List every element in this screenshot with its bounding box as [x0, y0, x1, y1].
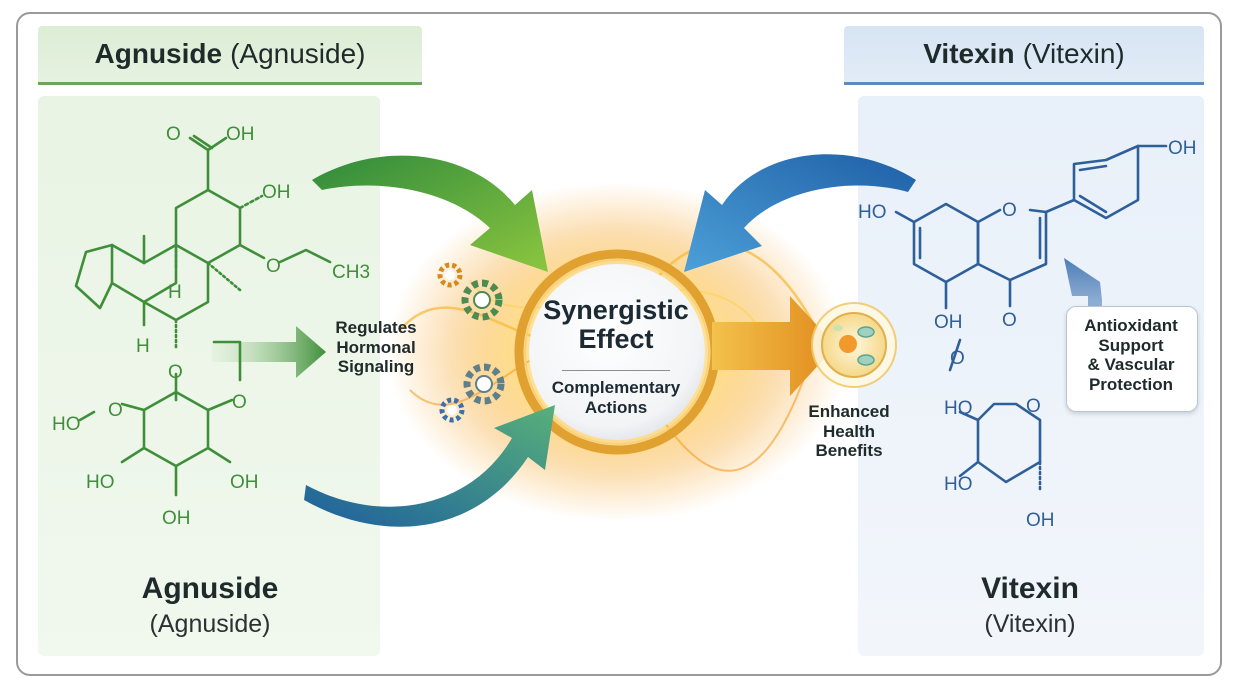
synergy-title: Synergistic Effect: [530, 295, 702, 355]
antioxidant-label-line3: & Vascular: [1087, 355, 1175, 375]
synergy-disc: [529, 264, 705, 440]
agnuside-caption: Agnuside (Agnuside): [60, 572, 360, 639]
agnuside-structure: [74, 134, 332, 497]
antioxidant-label-line1: Antioxidant: [1084, 316, 1178, 335]
synergy-subtitle-line2: Actions: [584, 398, 648, 418]
vitexin-caption: Vitexin (Vitexin): [880, 572, 1180, 639]
gear-icon-large-bottom: [463, 363, 505, 405]
vit-atom-ho-sugar: HO: [944, 398, 973, 419]
antioxidant-callout: [1066, 306, 1198, 412]
hormonal-label-line1: Regulates: [335, 318, 417, 337]
hormonal-signaling-label: Regulates Hormonal Signaling: [318, 318, 434, 377]
agn-atom-ho-bottom-left: HO: [86, 472, 115, 493]
synergy-ring-highlight: [524, 259, 710, 445]
agn-atom-oh-top: OH: [262, 182, 291, 203]
blue-arrow-to-center: [684, 154, 916, 272]
synergy-title-line1: Synergistic: [543, 295, 689, 325]
vit-atom-oh-5: OH: [934, 312, 963, 333]
gold-arrow-to-benefits: [712, 296, 836, 396]
antioxidant-label-line2: Support: [1098, 335, 1164, 355]
agn-atom-oh-cooh: OH: [226, 124, 255, 145]
gear-icon-large-top: [461, 279, 503, 321]
vitexin-header-paren: (Vitexin): [1022, 38, 1125, 69]
agn-atom-ho-left: HO: [52, 414, 81, 435]
agn-atom-ethoxy-o: O: [266, 256, 281, 277]
gear-icon-small-bottom: [439, 397, 465, 423]
agnuside-header: Agnuside (Agnuside): [38, 26, 422, 85]
vitexin-caption-name: Vitexin: [981, 572, 1079, 605]
cell-icon: [811, 302, 897, 388]
vitexin-atom-labels: OH HO O O OH O HO O HO OH: [858, 138, 1197, 531]
agnuside-header-name: Agnuside: [94, 38, 223, 69]
green-arrow-to-center: [312, 155, 548, 272]
agn-atom-h-mid: H: [168, 282, 182, 303]
agn-atom-h-low: H: [136, 336, 150, 357]
agn-atom-sugar-o: O: [108, 400, 123, 421]
antioxidant-label: Antioxidant Support & Vascular Protectio…: [1068, 316, 1194, 394]
green-small-arrow: [212, 326, 326, 378]
vitexin-structure: [894, 144, 1168, 494]
antioxidant-label-line4: Protection: [1088, 374, 1174, 394]
vit-atom-oh-bottom: OH: [1026, 510, 1055, 531]
vitexin-header: Vitexin (Vitexin): [844, 26, 1204, 85]
vit-atom-link-o: O: [950, 348, 965, 369]
teal-arrow-to-center: [304, 405, 555, 527]
synergy-subtitle-line1: Complementary: [551, 378, 681, 397]
vit-atom-ho-bottom: HO: [944, 474, 973, 495]
agn-atom-oh-bottom-right: OH: [230, 472, 259, 493]
vit-atom-sugar-o: O: [1026, 396, 1041, 417]
vit-atom-oh-top: OH: [1168, 138, 1197, 159]
agn-atom-link-o: O: [232, 392, 247, 413]
vit-atom-keto-o: O: [1002, 310, 1017, 331]
synergy-subtitle: Complementary Actions: [540, 378, 692, 419]
agn-atom-oh-bottom: OH: [162, 508, 191, 529]
hormonal-label-line3: Signaling: [337, 357, 415, 377]
agn-atom-ch3: CH3: [332, 262, 370, 283]
agnuside-caption-name: Agnuside: [141, 572, 279, 605]
agnuside-caption-paren: (Agnuside): [149, 610, 271, 638]
benefit-label-line2: Health: [823, 421, 875, 441]
synergy-title-line2: Effect: [578, 324, 654, 355]
vitexin-caption-paren: (Vitexin): [984, 610, 1076, 638]
vitexin-header-name: Vitexin: [923, 38, 1015, 69]
agnuside-header-paren: (Agnuside): [230, 38, 366, 69]
agn-atom-o-cooh: O: [166, 124, 181, 145]
benefit-label-line3: Benefits: [815, 441, 883, 461]
hormonal-label-line2: Hormonal: [336, 337, 416, 357]
gear-icon-small-top: [437, 262, 463, 288]
agn-atom-ring-o: O: [168, 362, 183, 383]
agnuside-atom-labels: O OH OH O CH3 H H O O O HO HO OH OH: [52, 124, 370, 529]
health-benefits-label: Enhanced Health Benefits: [790, 402, 908, 461]
synergy-divider: [562, 370, 670, 371]
vit-atom-ring-o: O: [1002, 200, 1017, 221]
vit-atom-ho-left: HO: [858, 202, 887, 223]
benefit-label-line1: Enhanced: [808, 402, 890, 421]
